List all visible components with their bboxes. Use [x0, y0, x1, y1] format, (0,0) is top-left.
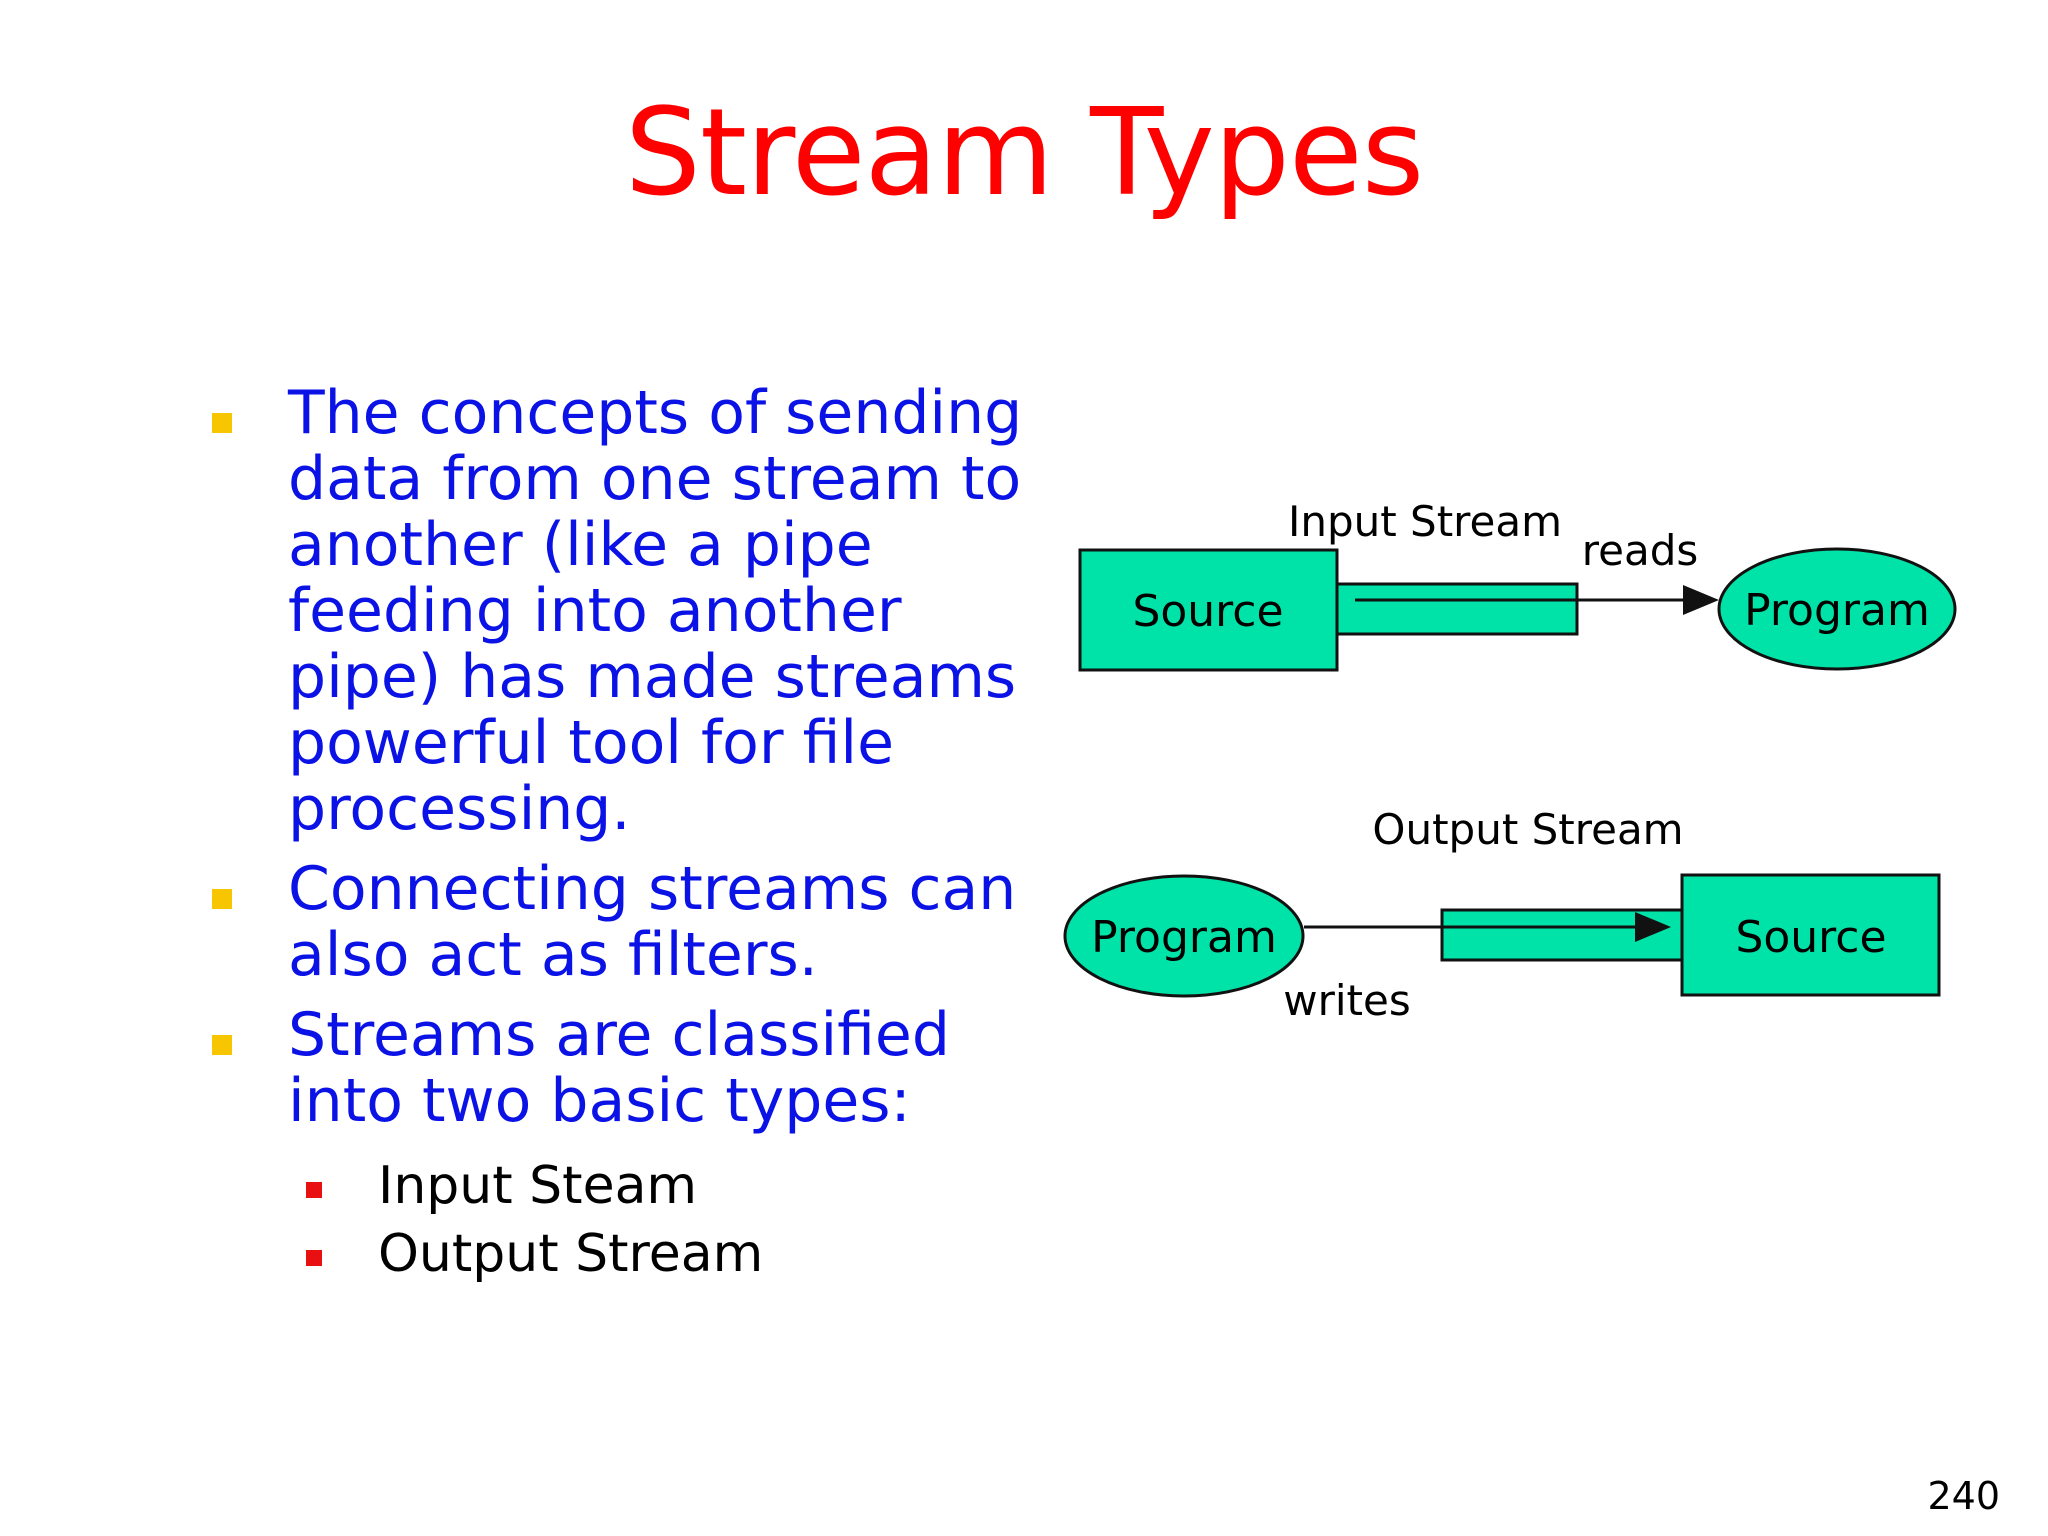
sub-bullet-text: Output Stream	[378, 1224, 764, 1284]
input-action-text: reads	[1582, 526, 1698, 575]
bullet-list: The concepts of sending data from one st…	[210, 380, 1060, 1302]
sub-bullet-square-icon	[306, 1250, 322, 1266]
slide-title: Stream Types	[624, 84, 1424, 223]
input-pipe	[1335, 582, 1579, 636]
bullet-text: The concepts of sending data from one st…	[288, 378, 1023, 844]
bullet-item: The concepts of sending data from one st…	[210, 380, 1060, 842]
output-stream-diagram: Output Stream Program writes Source	[1063, 805, 1941, 1025]
input-program-text: Program	[1744, 585, 1930, 636]
output-action-text: writes	[1283, 976, 1410, 1025]
output-source-box	[1680, 873, 1941, 997]
sub-bullet-item: Input Steam	[288, 1152, 1060, 1220]
bullet-text: Streams are classified into two basic ty…	[288, 1000, 950, 1136]
sub-bullet-item: Output Stream	[288, 1220, 1060, 1288]
output-pipe	[1440, 908, 1684, 962]
output-program-text: Program	[1091, 912, 1277, 963]
sub-bullet-text: Input Steam	[378, 1156, 698, 1216]
bullet-text: Connecting streams can also act as filte…	[288, 854, 1017, 990]
input-source-box	[1078, 548, 1339, 672]
input-stream-label: Input Stream	[1288, 497, 1562, 546]
input-source-text: Source	[1132, 586, 1283, 637]
output-program-ellipse	[1063, 874, 1305, 998]
page-number: 240	[1927, 1474, 2000, 1518]
sub-bullet-list: Input Steam Output Stream	[288, 1152, 1060, 1288]
bullet-item: Streams are classified into two basic ty…	[210, 1002, 1060, 1288]
input-stream-diagram: Input Stream Source reads Program	[1078, 497, 1957, 672]
sub-bullet-square-icon	[306, 1182, 322, 1198]
bullet-square-icon	[212, 889, 232, 909]
output-source-text: Source	[1735, 912, 1886, 963]
bullet-square-icon	[212, 413, 232, 433]
bullet-item: Connecting streams can also act as filte…	[210, 856, 1060, 988]
input-program-ellipse	[1717, 547, 1957, 671]
bullet-square-icon	[212, 1035, 232, 1055]
output-stream-label: Output Stream	[1372, 805, 1683, 854]
